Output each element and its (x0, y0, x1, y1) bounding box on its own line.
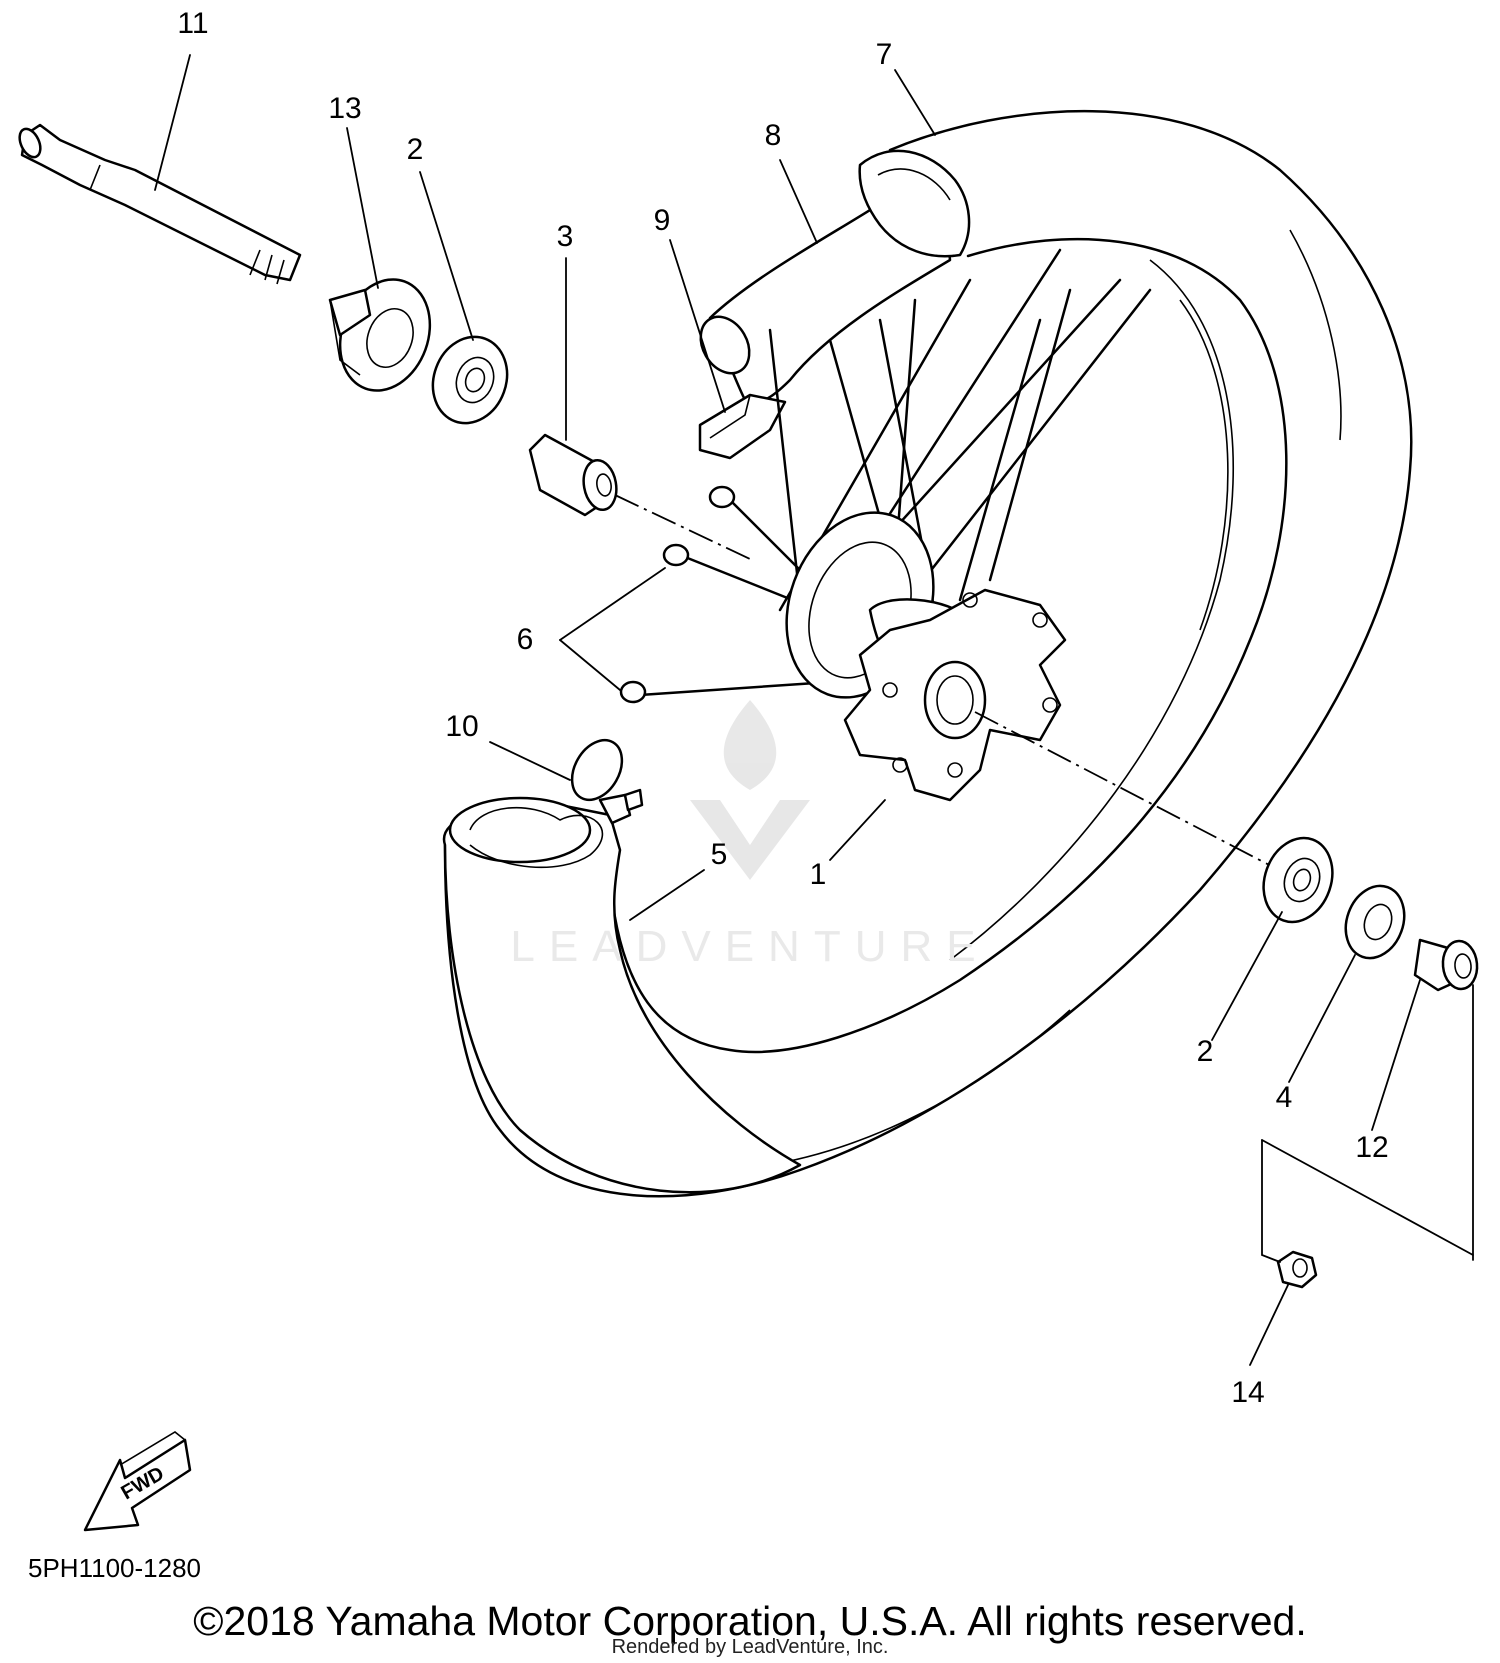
rendered-by-credit: Rendered by LeadVenture, Inc. (611, 1636, 889, 1658)
hub (785, 511, 1067, 802)
spacer (528, 433, 618, 517)
callout-8: 8 (764, 119, 782, 152)
diagram-code: 5PH1100-1280 (28, 1553, 201, 1583)
callout-11: 11 (177, 7, 209, 40)
watermark-text: LEADVENTURE (510, 922, 990, 971)
callout-3: 3 (556, 220, 574, 253)
bearing-upper (431, 335, 509, 425)
inner-tube (442, 796, 802, 1194)
leadventure-watermark-logo (690, 700, 810, 880)
wheel-collar (328, 278, 432, 392)
axle-nut (1276, 1250, 1318, 1289)
rim-band (699, 149, 971, 404)
leader-lines (154, 54, 1421, 1366)
callout-4: 4 (1275, 1081, 1293, 1114)
copyright-notice: ©2018 Yamaha Motor Corporation, U.S.A. A… (193, 1598, 1307, 1644)
callout-1: 1 (809, 858, 827, 891)
rim-lock-valve (698, 393, 787, 460)
callout-6: 6 (516, 623, 534, 656)
oil-seal (1344, 884, 1406, 960)
tire (443, 109, 1413, 1198)
callout-7: 7 (875, 38, 893, 71)
bearing-lower (1262, 836, 1334, 924)
fwd-arrow-icon (83, 1431, 192, 1532)
axle (18, 123, 302, 285)
callout-13: 13 (328, 92, 362, 125)
assembly-bracket (1261, 984, 1474, 1263)
callout-12: 12 (1355, 1131, 1389, 1164)
collar-right (1413, 938, 1479, 992)
callout-10: 10 (445, 710, 479, 743)
callout-14: 14 (1231, 1376, 1265, 1409)
spoke-nipples (619, 485, 736, 704)
callout-9: 9 (653, 204, 671, 237)
tube-valve-cap (570, 738, 644, 825)
axle-centerline-upper (614, 494, 753, 561)
axle-centerline-lower (974, 711, 1276, 869)
callout-2-lower: 2 (1196, 1035, 1214, 1068)
callout-5: 5 (710, 838, 728, 871)
callout-2-upper: 2 (406, 133, 424, 166)
